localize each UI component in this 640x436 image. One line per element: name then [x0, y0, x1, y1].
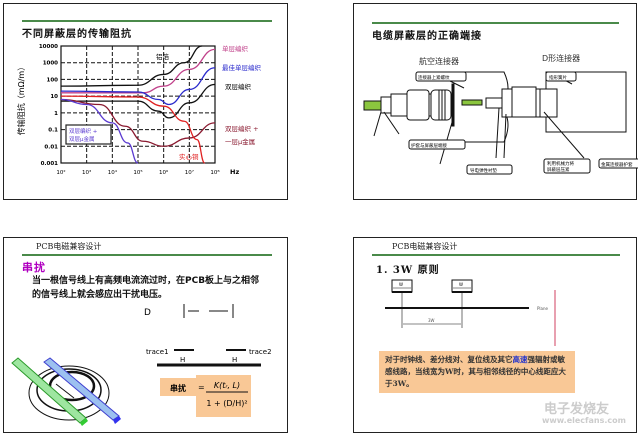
y-tick-label: 0.01	[44, 144, 58, 150]
label-single: 单层编织	[222, 44, 249, 53]
y-tick-label: 10	[50, 94, 58, 100]
note-highlight: 高速	[512, 355, 528, 364]
formula-equals: =	[198, 383, 205, 392]
x-tick-label: 10⁶	[159, 169, 169, 176]
3w-diagram: W W Plane 3W	[385, 279, 556, 346]
note-text-2: 强辐射或敏感线路，当线宽为W时，其与相邻线径的中心线距应大于3W。	[385, 355, 566, 388]
dsub-connector-title: D形连接器	[542, 53, 580, 63]
slide-3w-rule: PCB电磁兼容设计 1. 3W 原则 W W Plane 3W 对于时钟线、差分…	[353, 237, 637, 433]
label-w-2: W	[459, 282, 463, 287]
callouts	[373, 71, 638, 175]
field-lines-illustration	[11, 357, 121, 426]
slide-crosstalk: PCB电磁兼容设计 串扰 当一根信号线上有高频电流流过时，在PCB板上与之相邻的…	[3, 237, 288, 433]
label-d: D	[144, 308, 151, 318]
label-foil: 铝箔	[156, 52, 170, 61]
x-tick-label: 10⁴	[108, 169, 118, 176]
label-sheath: 护套与屏蔽层端接	[411, 142, 447, 149]
x-tick-label: 10⁸	[210, 169, 220, 176]
label-h-1: H	[180, 356, 185, 364]
label-plane: Plane	[537, 306, 549, 311]
watermark-logo: 电子发烧友	[544, 402, 610, 417]
formula-bg	[196, 375, 251, 417]
aviation-connector-title: 航空连接器	[419, 56, 459, 66]
x-tick-label: 10⁷	[185, 169, 194, 176]
label-w-1: W	[399, 282, 403, 287]
dsub-connector-drawing	[461, 71, 627, 133]
rule-heading: 1. 3W 原则	[376, 265, 440, 276]
y-tick-label: 0.001	[41, 161, 59, 167]
x-axis-label: Hz	[230, 168, 239, 176]
label-3w: 3W	[428, 318, 435, 323]
legend-line-2: 双层μ金属	[69, 135, 95, 143]
aviation-connector-drawing	[363, 71, 509, 143]
title-rule	[22, 20, 272, 22]
series-single	[60, 48, 216, 94]
legend-line-1: 双层编织 +	[69, 127, 98, 135]
series-double	[61, 83, 216, 119]
x-tick-label: 10²	[56, 169, 65, 176]
label-clamp-1: 利用机械力将	[547, 160, 574, 167]
crosstalk-diagram: D trace1 trace2 H H 串扰 = K(tᵣ, L) 1 + (D…	[11, 304, 272, 426]
slide-title: 电缆屏蔽层的正确端接	[372, 31, 482, 42]
label-double-mu-1: 双层编织 +	[225, 124, 259, 133]
formula-numerator: K(tᵣ, L)	[214, 381, 240, 390]
label-double-mu-2: 一层μ金属	[225, 137, 255, 146]
slide-header: PCB电磁兼容设计	[392, 242, 458, 251]
dimension-d	[183, 304, 234, 318]
y-tick-label: 100	[47, 77, 59, 83]
label-trace2: trace2	[249, 348, 272, 356]
slide-title: 不同屏蔽层的传输阻抗	[22, 29, 132, 40]
series-double_mu	[60, 98, 216, 147]
label-copper: 实心铜	[179, 152, 199, 161]
series-double_double_mu	[60, 98, 139, 164]
3w-note: 对于时钟线、差分线对、复位线及其它高速强辐射或敏感线路，当线宽为W时，其与相邻线…	[379, 351, 575, 393]
legend-box	[65, 124, 112, 145]
y-axis-label: 传输阻抗（mΩ/m）	[16, 63, 26, 135]
label-trace1: trace1	[146, 348, 169, 356]
slide-header: PCB电磁兼容设计	[36, 242, 102, 251]
x-tick-label: 10³	[82, 169, 91, 176]
label-shell: 金属连接器护套	[601, 161, 633, 168]
label-clamp-2: 屏蔽层压紧	[547, 166, 570, 173]
label-gasket: 导电弹性衬垫	[470, 167, 497, 174]
crosstalk-description: 当一根信号线上有高频电流流过时，在PCB板上与之相邻的信号线上就会感应出干扰电压…	[32, 276, 260, 300]
series-foil	[60, 45, 203, 87]
label-spring: 指形簧片	[549, 74, 567, 81]
y-tick-label: 0.1	[48, 128, 58, 134]
series-best	[60, 67, 216, 106]
title-rule	[372, 22, 619, 24]
header-rule	[372, 254, 620, 256]
formula-label: 串扰	[170, 383, 186, 393]
impedance-chart: 10000 1000 100 10 1 0.1 0.01 0.001 10² 10³ 10⁴ 10⁵ 1…	[16, 44, 262, 176]
slide-subtitle: 串扰	[22, 261, 46, 274]
y-tick-label: 1000	[43, 61, 58, 67]
slide-shield-termination: 电缆屏蔽层的正确端接 航空连接器 D形连接器	[353, 3, 638, 200]
label-h-2: H	[232, 356, 237, 364]
header-rule	[22, 254, 272, 256]
label-best: 最佳单层编织	[222, 63, 262, 72]
formula-denominator: 1 + (D/H)²	[206, 399, 247, 408]
note-text-1: 对于时钟线、差分线对、复位线及其它	[385, 355, 513, 364]
watermark-url: www.elecfans.com	[542, 416, 626, 425]
y-tick-label: 10000	[39, 44, 58, 50]
y-tick-label: 1	[54, 111, 58, 117]
label-nut: 连接器上紧螺纹	[418, 74, 450, 81]
connector-diagram: 航空连接器 D形连接器	[363, 53, 638, 175]
x-tick-label: 10⁵	[133, 169, 142, 176]
series-copper	[60, 95, 206, 164]
label-double: 双层编织	[225, 82, 252, 91]
formula-label-bg	[160, 378, 196, 396]
